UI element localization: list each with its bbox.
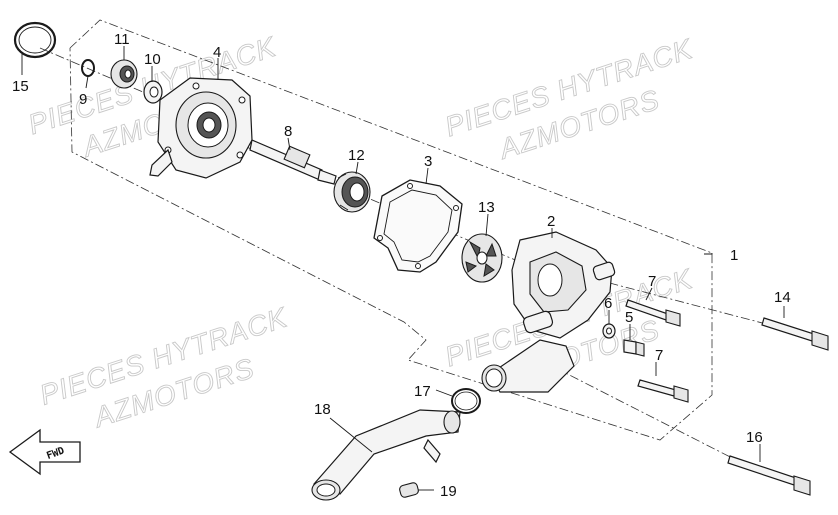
part-10-seal: [143, 80, 163, 104]
callout-10: 10: [144, 51, 161, 68]
callout-1: 1: [730, 247, 738, 264]
part-4-pump-cover: [149, 77, 253, 179]
part-17-o-ring: [451, 388, 481, 414]
callout-13: 13: [478, 199, 495, 216]
part-9-circlip: [81, 59, 95, 77]
axis-line-16: [539, 359, 741, 463]
part-15-o-ring: [13, 21, 57, 59]
part-6-washer: [602, 323, 616, 339]
callout-15: 15: [12, 78, 29, 95]
callout-12: 12: [348, 147, 365, 164]
watermark-top-right: PIECES HYTRACK AZMOTORS: [441, 32, 697, 165]
callout-7-upper: 7: [648, 273, 656, 290]
callout-6: 6: [604, 295, 612, 312]
callout-9: 9: [79, 91, 87, 108]
part-2-pump-body: [481, 231, 616, 393]
part-5-drain-bolt: [623, 339, 645, 357]
callout-14: 14: [774, 289, 791, 306]
callout-8: 8: [284, 123, 292, 140]
callout-2: 2: [547, 213, 555, 230]
callout-17: 17: [414, 383, 431, 400]
part-8-shaft: [249, 139, 337, 185]
callout-4: 4: [213, 44, 221, 61]
part-14-long-bolt: [761, 317, 829, 351]
part-3-gasket: [373, 179, 463, 273]
callout-7-lower: 7: [655, 347, 663, 364]
assembly-boundary: [69, 19, 713, 441]
part-16-long-bolt: [727, 455, 811, 496]
part-19-clamp: [399, 482, 419, 498]
watermark-bottom-left: PIECES HYTRACK AZMOTORS: [36, 301, 292, 434]
part-12-mechanical-seal: [333, 171, 371, 213]
part-13-impeller: [461, 233, 503, 283]
fwd-arrow-icon: FWD: [8, 428, 81, 476]
callout-11: 11: [114, 31, 130, 48]
part-11-bearing: [110, 59, 138, 89]
part-7-bolt-upper: [625, 299, 681, 327]
leader-lines: [21, 46, 785, 491]
callout-5: 5: [625, 309, 633, 326]
callout-3: 3: [424, 153, 432, 170]
part-18-outlet-pipe: [311, 409, 461, 501]
callout-16: 16: [746, 429, 763, 446]
callout-19: 19: [440, 483, 457, 500]
callout-labels: 1 2 3 4 5 6 7 7 8 9 10 11 12 13 14 15 16…: [12, 31, 791, 500]
callout-18: 18: [314, 401, 331, 418]
part-7-bolt-lower: [637, 379, 689, 403]
axis-line-1: [39, 47, 151, 96]
